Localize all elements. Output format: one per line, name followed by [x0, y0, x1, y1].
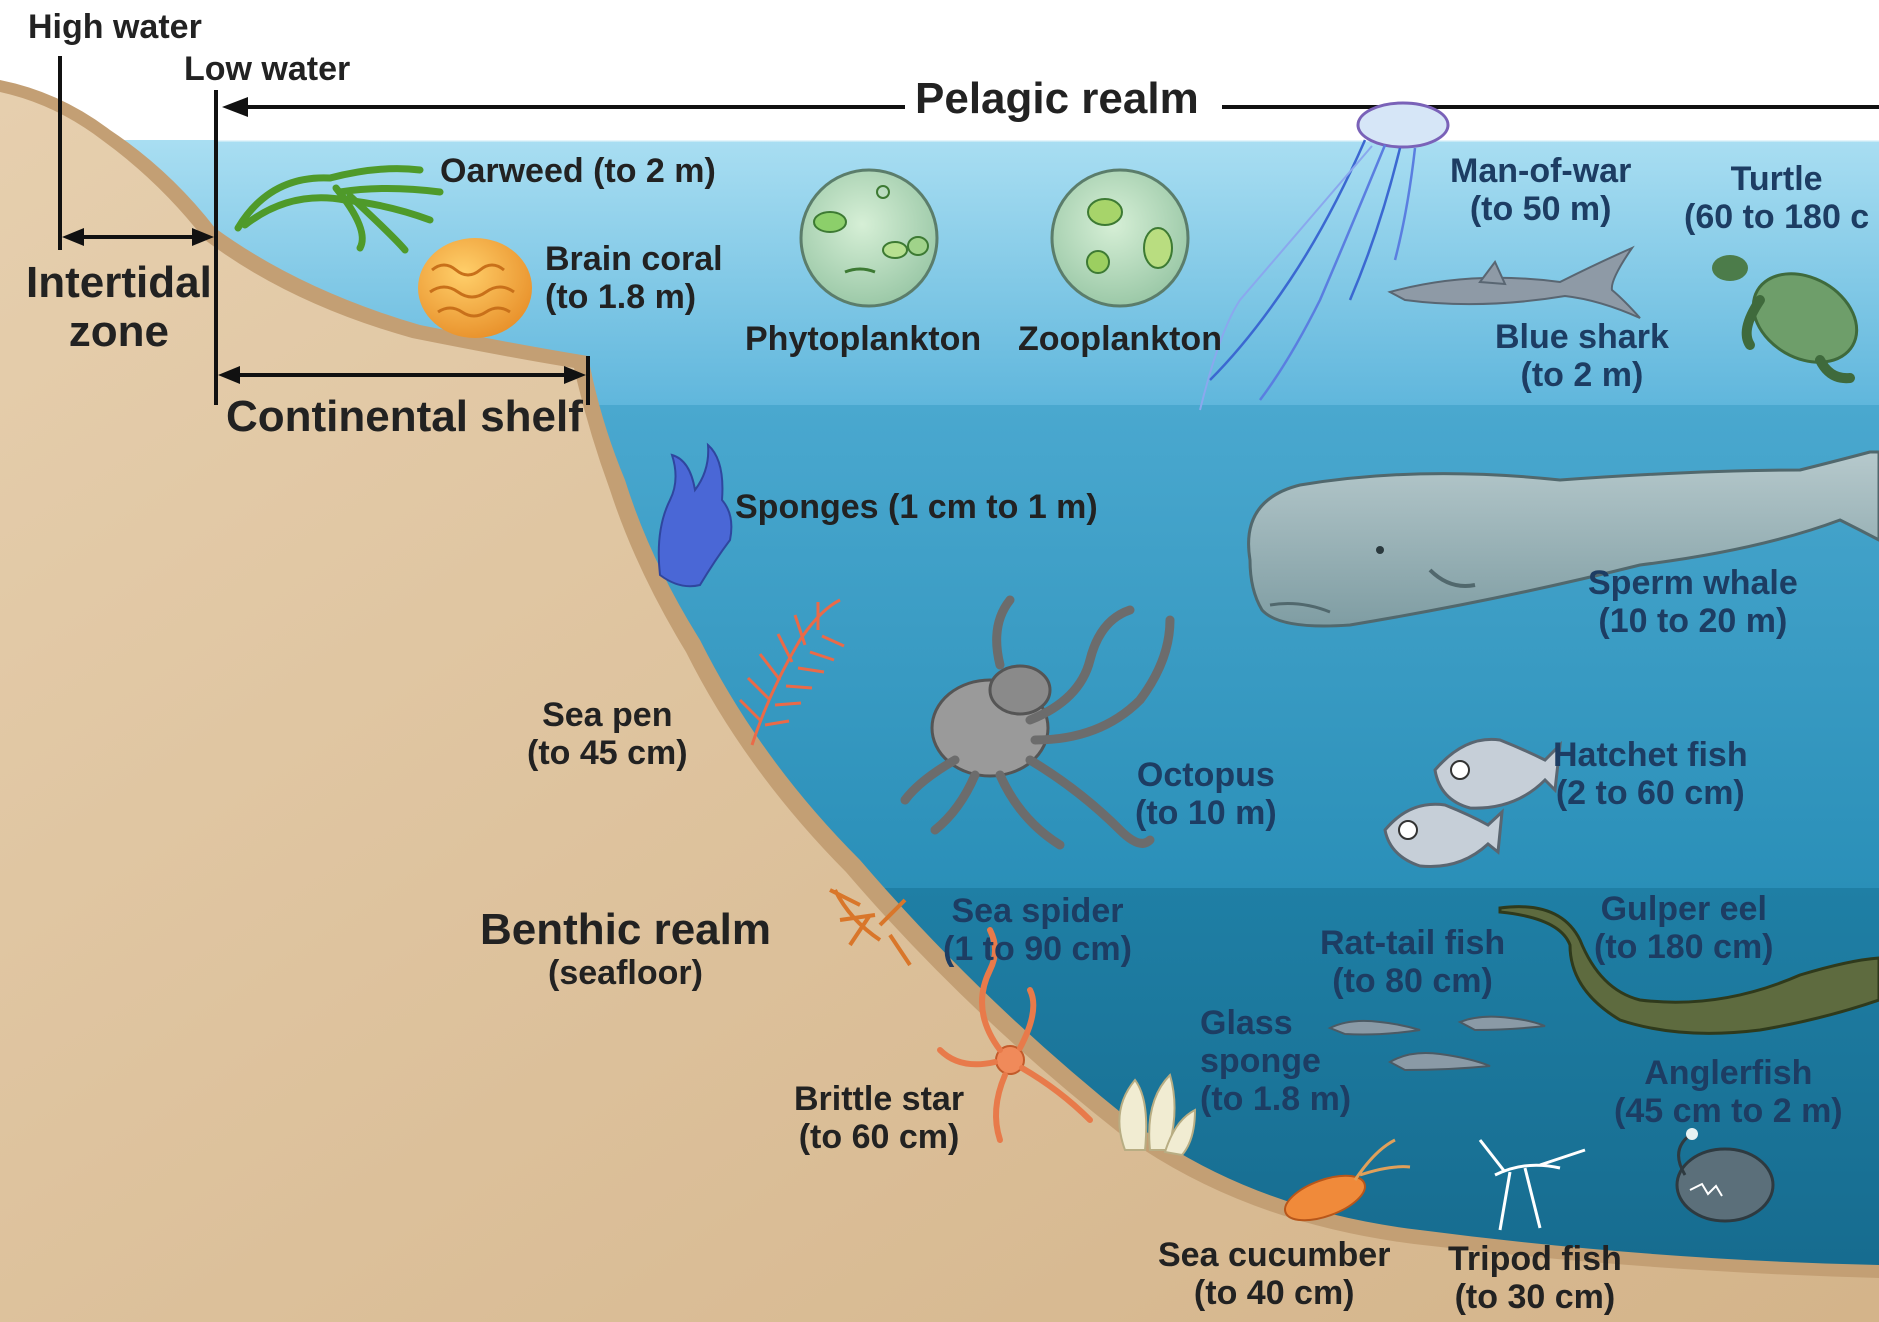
sea-pen-label: Sea pen(to 45 cm) [527, 696, 688, 772]
pelagic-realm-label: Pelagic realm [915, 74, 1199, 123]
oarweed-label: Oarweed (to 2 m) [440, 152, 716, 190]
zooplankton-label: Zooplankton [1018, 320, 1222, 358]
man-of-war-label: Man-of-war(to 50 m) [1450, 152, 1631, 228]
intertidal-zone-label: Intertidalzone [26, 258, 212, 357]
high-water-label: High water [28, 8, 202, 46]
hatchet-fish-label: Hatchet fish(2 to 60 cm) [1553, 736, 1748, 812]
rat-tail-fish-label: Rat-tail fish(to 80 cm) [1320, 924, 1505, 1000]
sea-cucumber-label: Sea cucumber(to 40 cm) [1158, 1236, 1390, 1312]
tripod-fish-label: Tripod fish(to 30 cm) [1448, 1240, 1622, 1316]
anglerfish-label: Anglerfish(45 cm to 2 m) [1614, 1054, 1843, 1130]
glass-sponge-label: Glasssponge(to 1.8 m) [1200, 1004, 1351, 1118]
octopus-label: Octopus(to 10 m) [1135, 756, 1277, 832]
sperm-whale-label: Sperm whale(10 to 20 m) [1588, 564, 1798, 640]
gulper-eel-label: Gulper eel(to 180 cm) [1594, 890, 1774, 966]
sea-spider-label: Sea spider(1 to 90 cm) [943, 892, 1132, 968]
phytoplankton-label: Phytoplankton [745, 320, 981, 358]
benthic-realm-label: Benthic realm (seafloor) [480, 905, 771, 992]
low-water-label: Low water [184, 50, 350, 88]
brain-coral-illustration [418, 238, 532, 338]
brain-coral-label: Brain coral(to 1.8 m) [545, 240, 723, 316]
zooplankton-illustration [1052, 170, 1188, 306]
turtle-label: Turtle(60 to 180 c [1684, 160, 1869, 236]
continental-shelf-label: Continental shelf [226, 392, 583, 441]
phytoplankton-illustration [801, 170, 937, 306]
pelagic-arrowhead [222, 97, 248, 117]
brittle-star-label: Brittle star(to 60 cm) [794, 1080, 964, 1156]
blue-shark-label: Blue shark(to 2 m) [1495, 318, 1669, 394]
sponges-label: Sponges (1 cm to 1 m) [735, 488, 1098, 526]
